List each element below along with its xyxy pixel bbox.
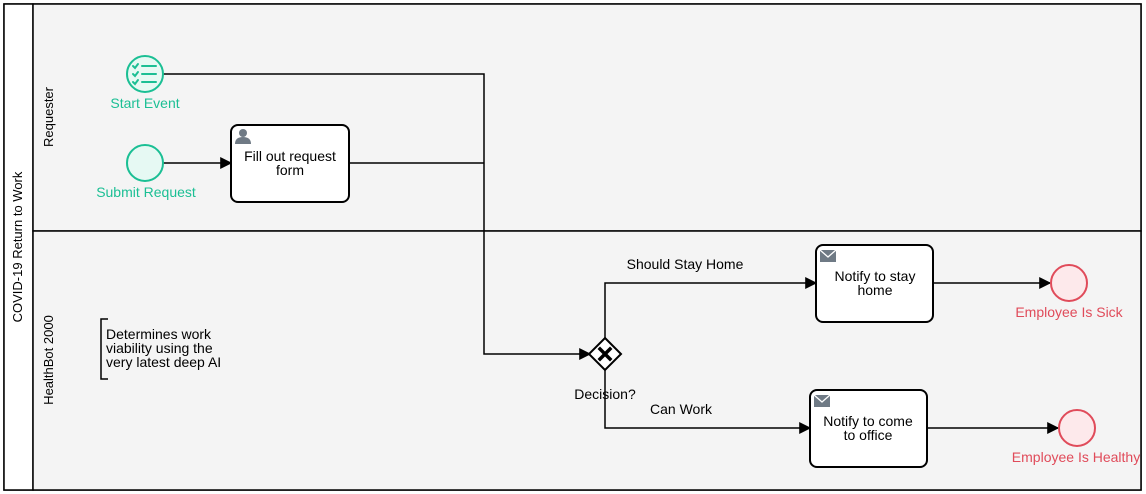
annotation-line-3: very latest deep AI: [106, 354, 221, 370]
task-fill-out-form[interactable]: Fill out request form: [230, 124, 350, 203]
lane-requester-body: [32, 3, 1142, 232]
annotation-bracket: [100, 318, 108, 380]
task-notify-come-office-label-1: Notify to come: [823, 413, 913, 429]
pool-header: [3, 3, 34, 491]
end-event-healthy-circle: [1058, 409, 1096, 447]
end-event-healthy-label: Employee Is Healthy: [1012, 449, 1140, 465]
envelope-icon: [819, 249, 837, 262]
flow-label-can-work: Can Work: [650, 401, 713, 417]
start-event[interactable]: Start Event: [110, 55, 180, 111]
task-notify-come-office-box: [809, 389, 928, 468]
annotation-line-2: viability using the: [106, 340, 213, 356]
task-fill-out-form-label-1: Fill out request: [244, 148, 336, 164]
task-fill-out-form-label-2: form: [276, 162, 304, 178]
submit-request-circle: [126, 144, 164, 182]
pool-label: COVID-19 Return to Work: [10, 171, 25, 322]
task-notify-stay-home-box: [815, 244, 934, 323]
exclusive-gateway[interactable]: Decision?: [574, 336, 636, 402]
gateway-label: Decision?: [574, 386, 636, 402]
flow-start-to-gateway[interactable]: [163, 73, 592, 360]
task-notify-stay-home[interactable]: Notify to stay home: [815, 244, 934, 323]
annotation-line-1: Determines work: [106, 326, 212, 342]
lane-requester-label: Requester: [41, 86, 56, 147]
flow-label-stay-home: Should Stay Home: [627, 256, 744, 272]
submit-request-event[interactable]: Submit Request: [96, 144, 196, 200]
conditional-list-icon: [132, 63, 157, 86]
lane-requester[interactable]: Requester: [32, 3, 1142, 232]
task-notify-stay-home-label-1: Notify to stay: [835, 268, 916, 284]
flow-gateway-to-come-office[interactable]: [604, 370, 812, 434]
flow-gateway-to-stay-home[interactable]: [604, 277, 818, 338]
end-event-sick-label: Employee Is Sick: [1015, 304, 1123, 320]
task-fill-out-form-box: [230, 124, 350, 203]
text-annotation[interactable]: Determines work viability using the very…: [100, 318, 221, 380]
task-notify-come-office-label-2: to office: [844, 427, 893, 443]
envelope-icon: [813, 394, 831, 407]
lane-healthbot[interactable]: HealthBot 2000: [32, 230, 1142, 491]
sequence-flows: [163, 73, 1060, 434]
end-event-healthy[interactable]: Employee Is Healthy: [1012, 409, 1140, 465]
lane-healthbot-label: HealthBot 2000: [41, 315, 56, 405]
lane-healthbot-body: [32, 230, 1142, 491]
task-notify-come-office[interactable]: Notify to come to office: [809, 389, 928, 468]
end-event-sick[interactable]: Employee Is Sick: [1015, 264, 1124, 320]
task-notify-stay-home-label-2: home: [857, 282, 892, 298]
start-event-label: Start Event: [110, 95, 179, 111]
submit-request-label: Submit Request: [96, 184, 196, 200]
end-event-sick-circle: [1050, 264, 1088, 302]
user-icon: [235, 129, 251, 144]
exclusive-x-icon: [597, 346, 613, 362]
